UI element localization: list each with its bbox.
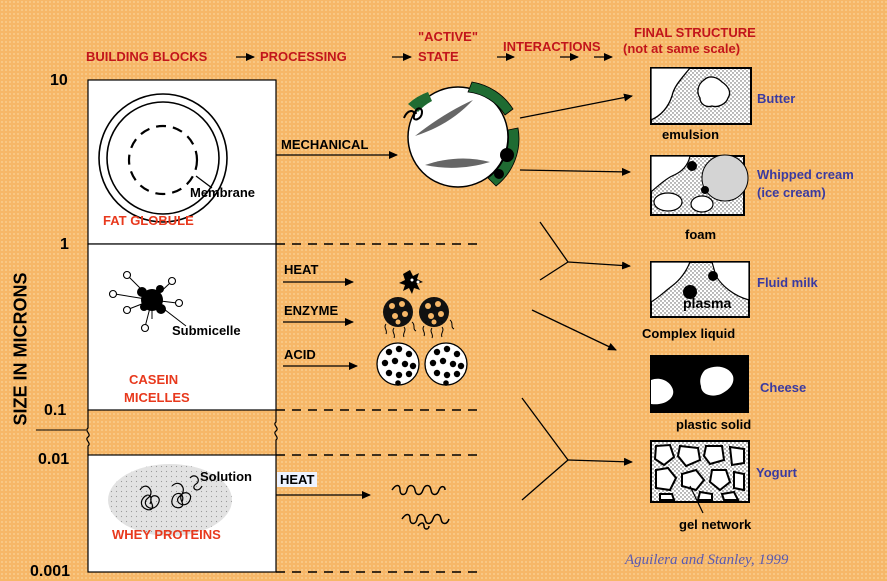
- yogurt-caption: gel network: [679, 518, 751, 531]
- cheese-caption: plastic solid: [676, 418, 751, 431]
- y-tick-10: 10: [50, 73, 68, 89]
- fat-globule-label: FAT GLOBULE: [103, 214, 194, 227]
- header-active-line1: "ACTIVE": [418, 30, 478, 43]
- butter-name: Butter: [757, 92, 795, 105]
- acid-casein-icon: [377, 343, 467, 386]
- y-tick-1: 1: [60, 237, 69, 253]
- denatured-whey-icon: [392, 486, 449, 530]
- heat-casein-icon: [399, 270, 423, 294]
- casein-label-line1: CASEIN: [129, 373, 178, 386]
- enzyme-casein-icon: [383, 297, 454, 338]
- fluid-milk-name: Fluid milk: [757, 276, 818, 289]
- cheese-name: Cheese: [760, 381, 806, 394]
- process-heat-whey: HEAT: [277, 472, 317, 487]
- y-tick-0-001: 0.001: [30, 564, 70, 580]
- butter-caption: emulsion: [662, 128, 719, 141]
- fluid-milk-caption: Complex liquid: [642, 327, 735, 340]
- submicelle-label: Submicelle: [172, 324, 241, 337]
- process-mechanical: MECHANICAL: [281, 138, 368, 151]
- solution-label: Solution: [200, 470, 252, 483]
- membrane-label: Membrane: [190, 186, 255, 199]
- whipped-cream-caption: foam: [685, 228, 716, 241]
- whipped-cream-structure-icon: [651, 155, 748, 215]
- process-acid: ACID: [284, 348, 316, 361]
- yogurt-structure-icon: [651, 441, 749, 513]
- y-axis-label: SIZE IN MICRONS: [12, 272, 30, 425]
- header-interactions: INTERACTIONS: [503, 40, 601, 53]
- whipped-cream-name-line1: Whipped cream: [757, 168, 854, 181]
- axis-break: [36, 410, 277, 455]
- whey-proteins-label: WHEY PROTEINS: [112, 528, 221, 541]
- casein-label-line2: MICELLES: [124, 391, 190, 404]
- active-fat-globule-icon: [404, 82, 519, 187]
- header-processing: PROCESSING: [260, 50, 347, 63]
- process-enzyme: ENZYME: [284, 304, 338, 317]
- yogurt-name: Yogurt: [756, 466, 797, 479]
- header-final-line2: (not at same scale): [623, 42, 740, 55]
- cheese-structure-icon: [651, 356, 748, 412]
- header-active-line2: STATE: [418, 50, 459, 63]
- header-final-line1: FINAL STRUCTURE: [634, 26, 756, 39]
- whipped-cream-name-line2: (ice cream): [757, 186, 826, 199]
- process-heat: HEAT: [284, 263, 318, 276]
- citation: Aguilera and Stanley, 1999: [625, 552, 788, 569]
- process-arrows: [276, 155, 397, 495]
- header-building-blocks: BUILDING BLOCKS: [86, 50, 207, 63]
- fluid-milk-inner: plasma: [683, 296, 731, 310]
- y-tick-0-01: 0.01: [38, 452, 69, 468]
- y-tick-0-1: 0.1: [44, 403, 66, 419]
- butter-structure-icon: [651, 68, 751, 124]
- interaction-arrows: [520, 96, 632, 500]
